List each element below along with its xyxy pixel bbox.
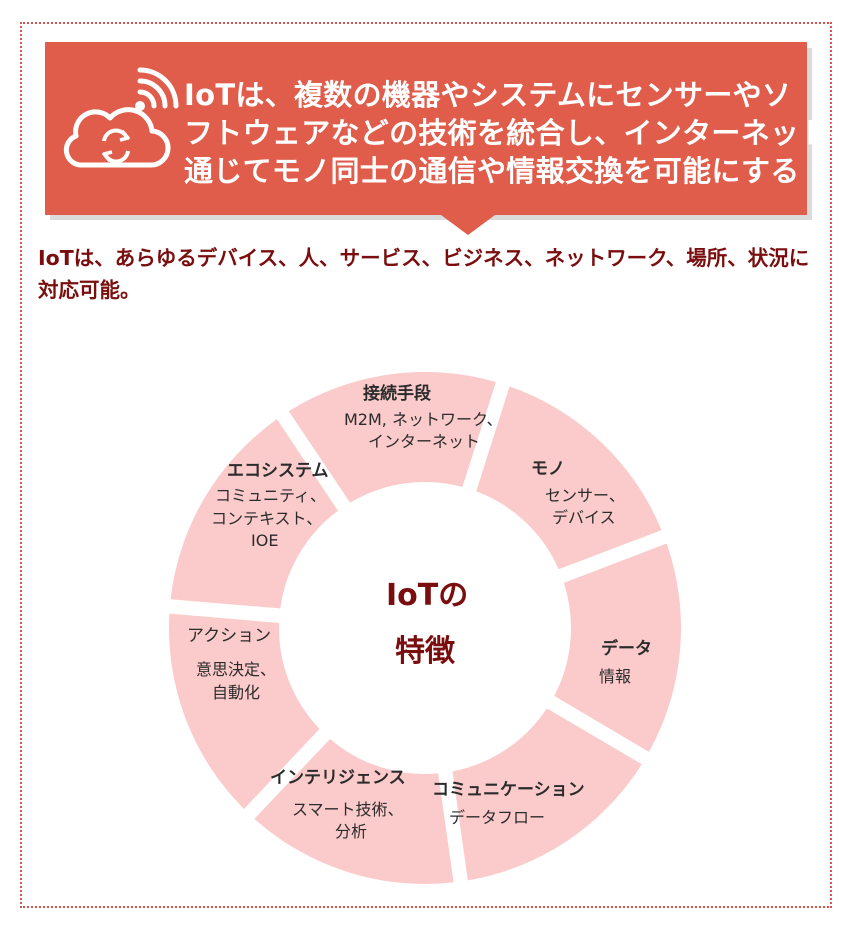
segment-intelligence-line-1: スマート技術、: [292, 800, 404, 819]
banner-text-line-1: IoTは、複数の機器やシステムにセンサーやソ: [184, 78, 792, 112]
banner-box: [45, 42, 807, 235]
segment-connectivity-line-1: M2M, ネットワーク、: [344, 410, 503, 429]
segment-ecosystem-line-3: IOE: [251, 531, 279, 550]
segment-ecosystem-shape: [170, 419, 338, 609]
segment-ecosystem-title: エコシステム: [227, 461, 329, 481]
segment-intelligence-shape: [254, 738, 454, 884]
segment-action-line-1: 意思決定、: [196, 660, 277, 679]
cloud-sync-icon: [63, 107, 171, 168]
center-label-line-1: IoTの: [386, 578, 469, 613]
segment-intelligence-line-2: 分析: [335, 822, 368, 841]
segment-intelligence-title: インテリジェンス: [270, 768, 406, 788]
center-label-line-2: 特徴: [395, 634, 455, 669]
banner-text-line-3: 通じてモノ同士の通信や情報交換を可能にする: [184, 154, 800, 188]
subtitle: IoTは、あらゆるデバイス、人、サービス、ビジネス、ネットワーク、場所、状況に対…: [38, 246, 810, 302]
segment-ecosystem-line-2: コンテキスト、: [211, 509, 323, 528]
dotted-frame: [20, 22, 832, 908]
segment-connectivity-shape: [288, 372, 496, 503]
segment-communication-line-1: データフロー: [449, 808, 546, 827]
segment-communication-title: コミュニケーション: [432, 780, 585, 800]
segment-data-shape: [554, 543, 681, 752]
segment-things-title: モノ: [531, 459, 565, 479]
segment-data-title: データ: [601, 639, 652, 659]
segment-data-line-1: 情報: [599, 667, 632, 686]
segment-connectivity-title: 接続手段: [363, 384, 431, 404]
segment-action-shape: [169, 613, 320, 809]
segment-communication-shape: [452, 708, 642, 881]
segment-things-line-2: デバイス: [552, 508, 616, 527]
banner-text-line-2: フトウェアなどの技術を統合し、インターネットを: [184, 116, 858, 150]
segment-ecosystem-line-1: コミュニティ、: [215, 486, 327, 505]
wifi-signal-icon: [135, 67, 179, 111]
segment-things-line-1: センサー、: [545, 486, 625, 505]
segment-connectivity-line-2: インターネット: [368, 432, 481, 451]
banner: [45, 42, 812, 235]
segment-action-line-2: 自動化: [212, 683, 261, 702]
segment-things-shape: [476, 386, 662, 570]
segment-action-title: アクション: [187, 626, 272, 646]
